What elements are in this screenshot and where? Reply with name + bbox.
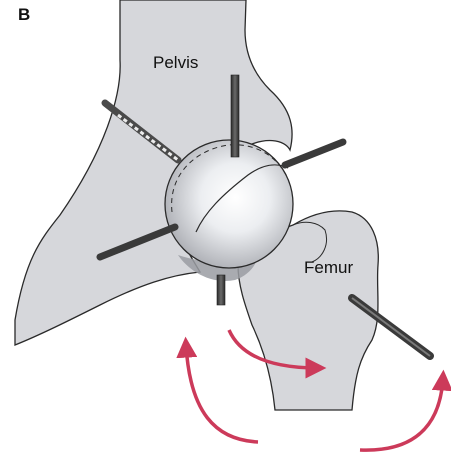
superior-pin <box>231 75 239 157</box>
femur-label: Femur <box>304 258 353 277</box>
right-pin <box>285 142 343 165</box>
panel-label: B <box>18 5 30 24</box>
left-rotation-arrow <box>186 345 258 442</box>
pelvis-label: Pelvis <box>153 53 198 72</box>
right-rotation-arrow <box>360 378 443 450</box>
inferior-pin <box>217 275 225 305</box>
